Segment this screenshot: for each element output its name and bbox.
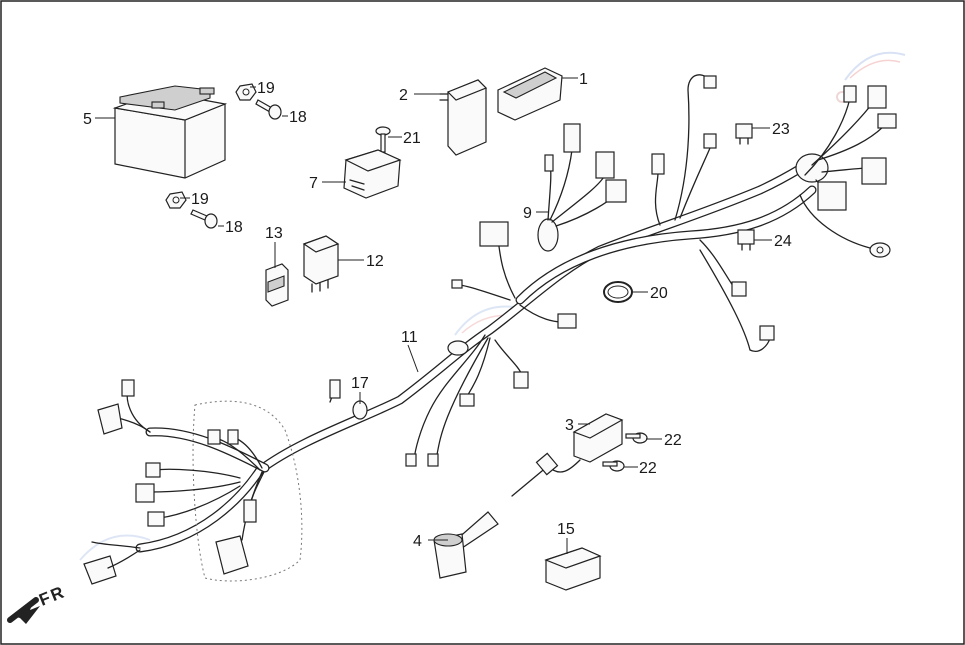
- bolt-part-22-lower: [602, 460, 625, 472]
- nut-part-19-lower: [165, 191, 187, 209]
- module-part-2: [439, 79, 488, 156]
- callout-17: 17: [351, 375, 369, 392]
- fuse-part-24: [737, 229, 755, 251]
- callout-18-lower: 18: [225, 219, 243, 236]
- wire-harness-part-11: [135, 153, 829, 553]
- watermark-bottom-left: [79, 534, 151, 561]
- callout-15: 15: [557, 521, 575, 538]
- callout-24: 24: [774, 233, 792, 250]
- battery-part-5: [112, 85, 228, 179]
- cover-part-1: [497, 67, 563, 121]
- callout-21: 21: [403, 130, 421, 147]
- fuse-part-23: [735, 123, 753, 145]
- callout-23: 23: [772, 121, 790, 138]
- bolt-part-22-upper: [625, 432, 648, 444]
- spark-plug-cap-part-4: [433, 511, 499, 579]
- leader-lines: [95, 77, 772, 554]
- callout-20: 20: [650, 285, 668, 302]
- callout-18-upper: 18: [289, 109, 307, 126]
- callout-11: 11: [401, 329, 418, 346]
- callout-9: 9: [523, 205, 532, 222]
- relay-part-15: [544, 547, 602, 591]
- callout-13: 13: [265, 225, 283, 242]
- callout-4: 4: [413, 533, 422, 550]
- callout-19-lower: 19: [191, 191, 209, 208]
- ignition-coil-part-3: [511, 413, 624, 497]
- callout-3: 3: [565, 417, 574, 434]
- connector-part-13: [265, 263, 289, 307]
- callout-12: 12: [366, 253, 384, 270]
- harness-rear-branches: [651, 74, 897, 352]
- bolt-part-18-upper: [255, 99, 282, 120]
- callout-22-lower: 22: [639, 460, 657, 477]
- front-direction-arrow: [7, 597, 40, 624]
- fuse-holder-part-9: [537, 123, 627, 252]
- screw-part-21: [375, 126, 391, 153]
- nut-part-19-upper: [235, 83, 257, 101]
- regulator-part-7: [343, 149, 402, 199]
- callout-22-upper: 22: [664, 432, 682, 449]
- callout-19-upper: 19: [257, 80, 275, 97]
- dashed-region: [192, 400, 303, 582]
- harness-mid-branches: [405, 221, 577, 467]
- bolt-part-18-lower: [190, 209, 218, 229]
- harness-front-connectors: [83, 379, 265, 585]
- callout-1: 1: [579, 71, 588, 88]
- callout-5: 5: [83, 111, 92, 128]
- clamp-part-20: [603, 281, 633, 303]
- callout-7: 7: [309, 175, 318, 192]
- relay-part-12: [302, 235, 340, 293]
- callout-2: 2: [399, 87, 408, 104]
- front-direction-label: FR: [36, 582, 68, 610]
